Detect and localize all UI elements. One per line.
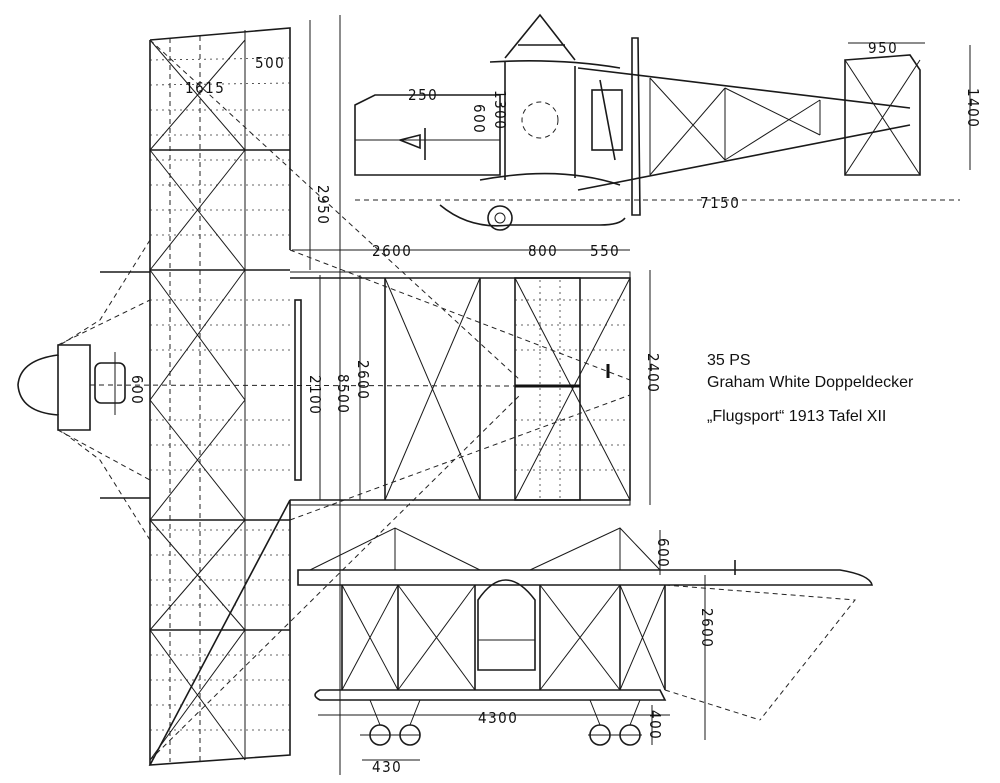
caption-power: 35 PS [707,352,751,369]
dim-1615: 1615 [185,79,225,97]
caption: 35 PS Graham White Doppeldecker „Flugspo… [707,350,913,428]
dim-950: 950 [868,39,898,57]
dim-4300: 4300 [478,709,518,727]
dim-2600-vertical: 2600 [354,360,372,400]
dim-600-front: 600 [654,538,672,568]
side-view [354,13,971,231]
dim-430: 430 [372,758,402,776]
dim-500: 500 [255,54,285,72]
dim-2100: 2100 [306,375,324,415]
dim-2950: 2950 [314,185,332,225]
dim-600-nose: 600 [128,375,146,405]
dim-600-side: 600 [470,104,488,134]
dim-7150: 7150 [700,194,740,212]
caption-aircraft-name: Graham White Doppeldecker [707,374,914,391]
dim-2600-front: 2600 [698,608,716,648]
caption-source: „Flugsport“ 1913 Tafel XII [707,408,887,425]
dim-550: 550 [590,242,620,260]
dim-800: 800 [528,242,558,260]
dim-2400: 2400 [644,353,662,393]
plan-view [17,15,651,775]
dim-1400: 1400 [964,88,982,128]
dim-2600-top: 2600 [372,242,412,260]
dim-8500: 8500 [334,374,352,414]
dim-400: 400 [646,710,664,740]
dimension-labels: 500 1615 2950 2600 800 550 600 2100 8500… [128,39,982,776]
front-view [297,527,873,761]
dim-250: 250 [408,86,438,104]
dim-1300: 1300 [491,90,509,130]
